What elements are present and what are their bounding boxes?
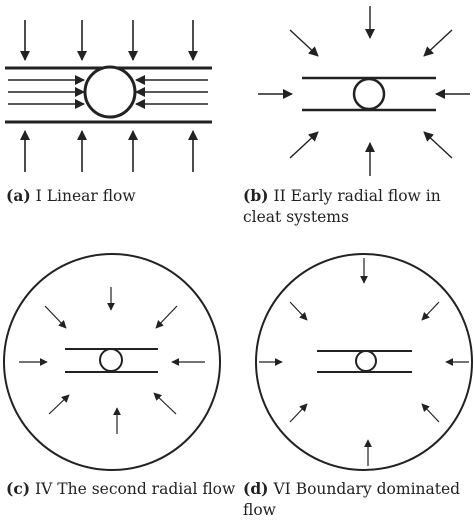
panel-a-letter: (a) bbox=[6, 186, 31, 205]
panel-a-diagram bbox=[5, 20, 212, 172]
wellbore-circle bbox=[355, 350, 377, 372]
panel-a-title: I Linear flow bbox=[35, 187, 136, 205]
wellbore-circle bbox=[99, 348, 123, 372]
panel-d-diagram bbox=[255, 253, 473, 471]
panel-b-diagram bbox=[258, 6, 470, 176]
panel-c-title: IV The second radial flow bbox=[35, 480, 236, 498]
panel-d-title: VI Boundary dominated flow bbox=[243, 480, 461, 519]
reservoir-boundary-circle bbox=[3, 253, 221, 471]
wellbore-circle bbox=[352, 77, 386, 111]
wellbore-circle bbox=[83, 65, 137, 119]
panel-c-letter: (c) bbox=[6, 479, 31, 498]
panel-d-caption: (d) VI Boundary dominated flow bbox=[243, 478, 473, 521]
panel-c-diagram bbox=[3, 253, 221, 471]
panel-d-letter: (d) bbox=[243, 479, 269, 498]
panel-b-caption: (b) II Early radial flow in cleat system… bbox=[243, 185, 473, 228]
reservoir-boundary-circle bbox=[255, 253, 473, 471]
panel-b-title: II Early radial flow in cleat systems bbox=[243, 187, 441, 226]
panel-b-letter: (b) bbox=[243, 186, 269, 205]
flow-arrows-inner bbox=[8, 75, 208, 109]
flow-arrows-boundary bbox=[259, 258, 469, 466]
flow-arrows-radial bbox=[258, 6, 470, 176]
flow-arrows-radial bbox=[19, 287, 205, 434]
panel-a-caption: (a) I Linear flow bbox=[6, 185, 236, 207]
panel-c-caption: (c) IV The second radial flow bbox=[6, 478, 236, 500]
flow-arrows-outer bbox=[20, 20, 198, 172]
